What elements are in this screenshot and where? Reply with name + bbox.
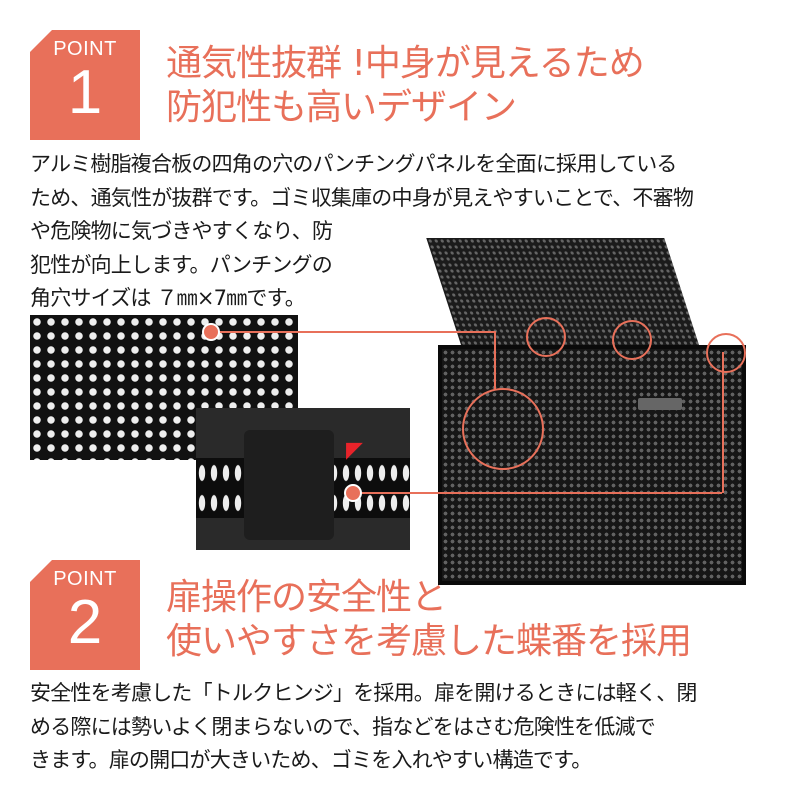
callout-line [210,331,494,333]
badge-number: 1 [67,58,103,127]
point-2-badge: POINT 2 [30,560,140,670]
body-line: や危険物に気づきやすくなり、防 [30,219,333,243]
body-line: ため、通気性が抜群です。ゴミ収集庫の中身が見えやすいことで、不審物 [30,185,694,210]
headline-line: 防犯性も高いデザイン [166,87,517,128]
brand-plate [638,398,682,410]
body-line: める際には勢いよく閉まらないので、指などをはさむ危険性を低減で [30,714,656,739]
point-1-badge: POINT 1 [30,30,140,140]
point-1-headline: 通気性抜群 !中身が見えるため 防犯性も高いデザイン [166,42,645,130]
callout-line [722,352,724,493]
panel-highlight-circle [462,388,544,470]
headline-line: 使いやすさを考慮した蝶番を採用 [166,621,692,662]
body-line: アルミ樹脂複合板の四角の穴のパンチングパネルを全面に採用している [30,152,677,176]
body-line: 安全性を考慮した「トルクヒンジ」を採用。扉を開けるときには軽く、閉 [30,681,697,705]
hinge-icon [244,430,334,540]
point-2-description: 安全性を考慮した「トルクヒンジ」を採用。扉を開けるときには軽く、閉 める際には勢… [30,677,697,778]
hinge-highlight-circle [612,320,652,360]
badge-label: POINT [53,568,117,590]
body-line: 犯性が向上します。パンチングの [30,252,333,277]
hinge-highlight-circle [526,317,566,357]
point-1-description: アルミ樹脂複合板の四角の穴のパンチングパネルを全面に採用している ため、通気性が… [30,148,694,316]
badge-number: 2 [67,588,103,657]
badge-label: POINT [53,38,117,60]
hinge-highlight-circle [706,333,746,373]
hinge-closeup: ◤ [196,408,410,550]
body-line: 角穴サイズは ７㎜×7㎜です。 [30,286,306,310]
headline-line: 通気性抜群 !中身が見えるため [166,43,645,84]
callout-line [494,331,496,389]
arrow-icon: ◤ [346,438,363,463]
headline-line: 扉操作の安全性と [166,577,447,618]
callout-line [352,492,722,494]
point-2-headline: 扉操作の安全性と 使いやすさを考慮した蝶番を採用 [166,576,692,664]
callout-dot [344,484,362,502]
callout-dot [202,323,220,341]
body-line: きます。扉の開口が大きいため、ゴミを入れやすい構造です。 [30,748,592,772]
